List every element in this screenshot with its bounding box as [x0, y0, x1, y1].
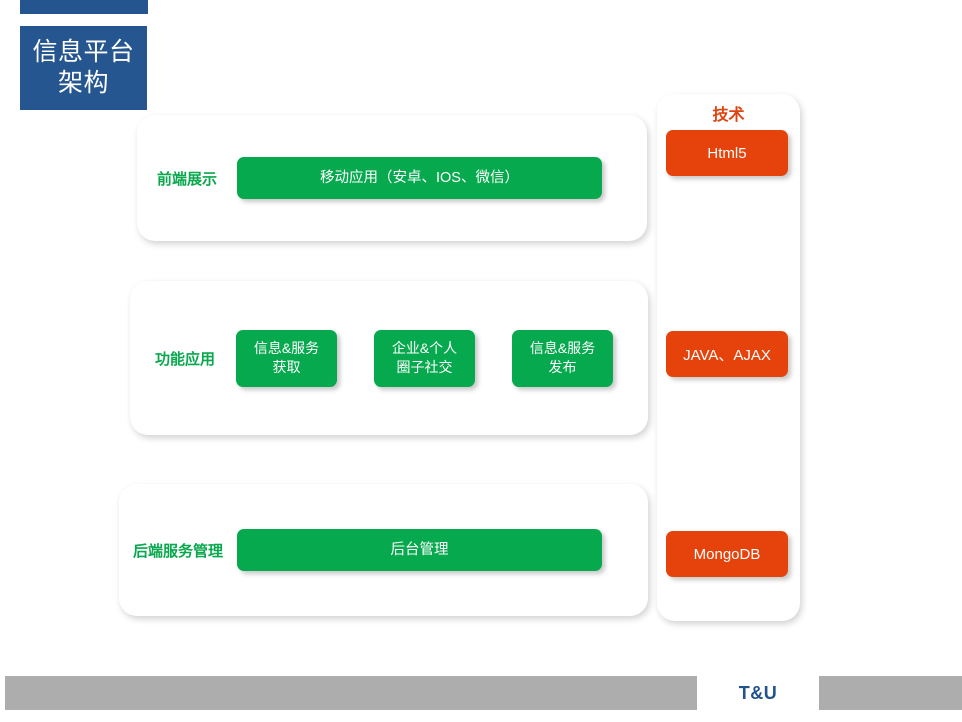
page-title: 信息平台 架构 — [32, 38, 135, 97]
layer-label-functional: 功能应用 — [154, 350, 215, 368]
footer-bar-left — [5, 676, 697, 710]
layer-label-frontend: 前端展示 — [156, 170, 217, 188]
layer-boxes-frontend: 移动应用（安卓、IOS、微信） — [237, 157, 647, 199]
title-accent-bar — [20, 0, 148, 14]
module-box-enterprise-personal-social[interactable]: 企业&个人 圈子社交 — [374, 329, 475, 387]
slide-title-box: 信息平台 架构 — [20, 26, 147, 110]
module-box-info-service-acquire[interactable]: 信息&服务 获取 — [236, 329, 337, 387]
module-box-backend-management[interactable]: 后台管理 — [237, 529, 602, 571]
tech-box-html5[interactable]: Html5 — [666, 130, 788, 176]
layer-boxes-backend: 后台管理 — [237, 529, 648, 571]
layer-card-backend: 后端服务管理 后台管理 — [119, 484, 648, 616]
layer-boxes-functional: 信息&服务 获取 企业&个人 圈子社交 信息&服务 发布 — [236, 329, 648, 387]
layer-card-functional: 功能应用 信息&服务 获取 企业&个人 圈子社交 信息&服务 发布 — [130, 281, 648, 435]
technology-panel-heading: 技术 — [712, 107, 745, 124]
module-box-mobile-app[interactable]: 移动应用（安卓、IOS、微信） — [237, 157, 602, 199]
layer-label-backend: 后端服务管理 — [132, 542, 223, 560]
tech-box-java-ajax[interactable]: JAVA、AJAX — [666, 331, 788, 377]
tech-box-mongodb[interactable]: MongoDB — [666, 531, 788, 577]
footer-bar-right — [819, 676, 962, 710]
footer-logo: T&U — [697, 676, 819, 710]
module-box-info-service-publish[interactable]: 信息&服务 发布 — [512, 329, 613, 387]
layer-card-frontend: 前端展示 移动应用（安卓、IOS、微信） — [137, 115, 647, 241]
technology-panel: 技术 Html5 JAVA、AJAX MongoDB — [657, 94, 800, 621]
architecture-diagram: 前端展示 移动应用（安卓、IOS、微信） 功能应用 信息&服务 获取 企业&个人… — [119, 94, 800, 621]
